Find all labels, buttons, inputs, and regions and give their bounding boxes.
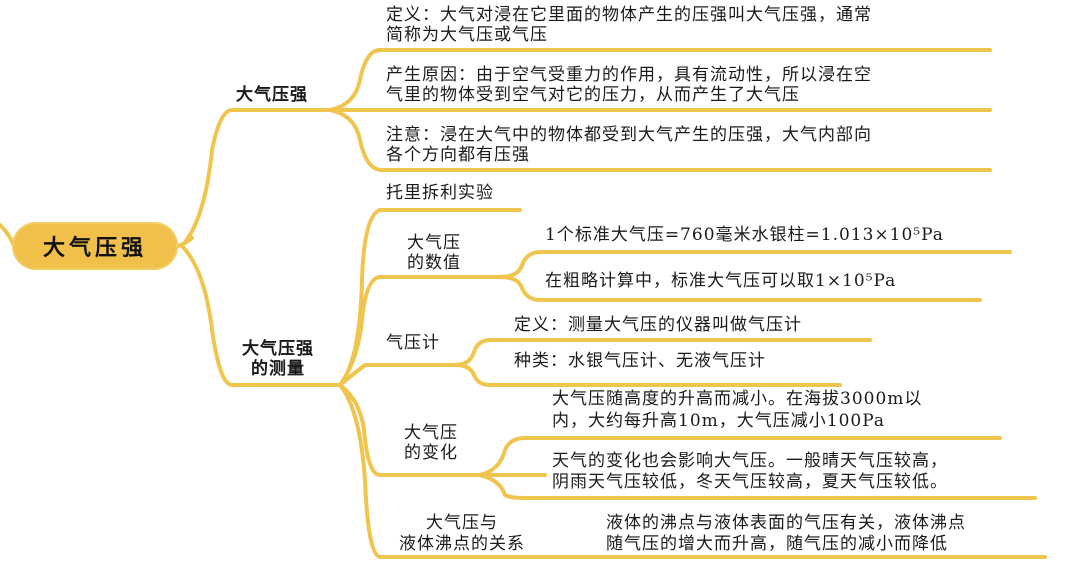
leaf-barometer-definition: 定义：测量大气压的仪器叫做气压计	[514, 315, 802, 335]
leaf-altitude-change-line1: 大气压随高度的升高而减小。在海拔3000m以	[552, 389, 923, 409]
leaf-approx-pressure: 在粗略计算中，标准大气压可以取1×10⁵Pa	[545, 271, 897, 291]
leaf-boiling-point-line2: 随气压的增大而升高，随气压的减小而降低	[606, 534, 948, 554]
leaf-weather-change-line1: 天气的变化也会影响大气压。一般晴天气压较高，	[552, 451, 948, 471]
leaf-barometer-types: 种类：水银气压计、无液气压计	[514, 351, 766, 371]
node-pressure-value-line2: 的数值	[407, 253, 461, 273]
leaf-definition-line1: 定义：大气对浸在它里面的物体产生的压强叫大气压强，通常	[386, 5, 872, 25]
leaf-cause-line1: 产生原因：由于空气受重力的作用，具有流动性，所以浸在空	[386, 65, 872, 85]
leaf-note-line1: 注意：浸在大气中的物体都受到大气产生的压强，大气内部向	[386, 125, 872, 145]
leaf-standard-pressure: 1个标准大气压=760毫米水银柱=1.013×10⁵Pa	[545, 225, 944, 245]
root-node: 大气压强	[12, 222, 178, 270]
leaf-altitude-change-line2: 内，大约每升高10m，大气压减小100Pa	[552, 411, 886, 431]
node-pressure-change-line2: 的变化	[404, 443, 458, 463]
leaf-cause-line2: 气里的物体受到空气对它的压力，从而产生了大气压	[386, 85, 800, 105]
node-barometer: 气压计	[386, 333, 440, 353]
root-label: 大气压强	[42, 236, 147, 261]
leaf-note-line2: 各个方向都有压强	[386, 145, 530, 165]
node-boiling-point-line1: 大气压与	[426, 513, 498, 533]
branch-atmospheric-pressure: 大气压强	[236, 85, 308, 105]
node-pressure-change-line1: 大气压	[404, 423, 458, 443]
branch-measurement-line1: 大气压强	[242, 339, 314, 359]
node-torricelli-experiment: 托里拆利实验	[386, 183, 494, 203]
node-boiling-point-line2: 液体沸点的关系	[399, 534, 525, 554]
branch-measurement-line2: 的测量	[251, 359, 305, 379]
leaf-definition-line2: 简称为大气压或气压	[386, 25, 548, 45]
leaf-weather-change-line2: 阴雨天气压较低，冬天气压较高，夏天气压较低。	[552, 472, 948, 492]
node-pressure-value-line1: 大气压	[407, 233, 461, 253]
leaf-boiling-point-line1: 液体的沸点与液体表面的气压有关，液体沸点	[606, 513, 966, 533]
